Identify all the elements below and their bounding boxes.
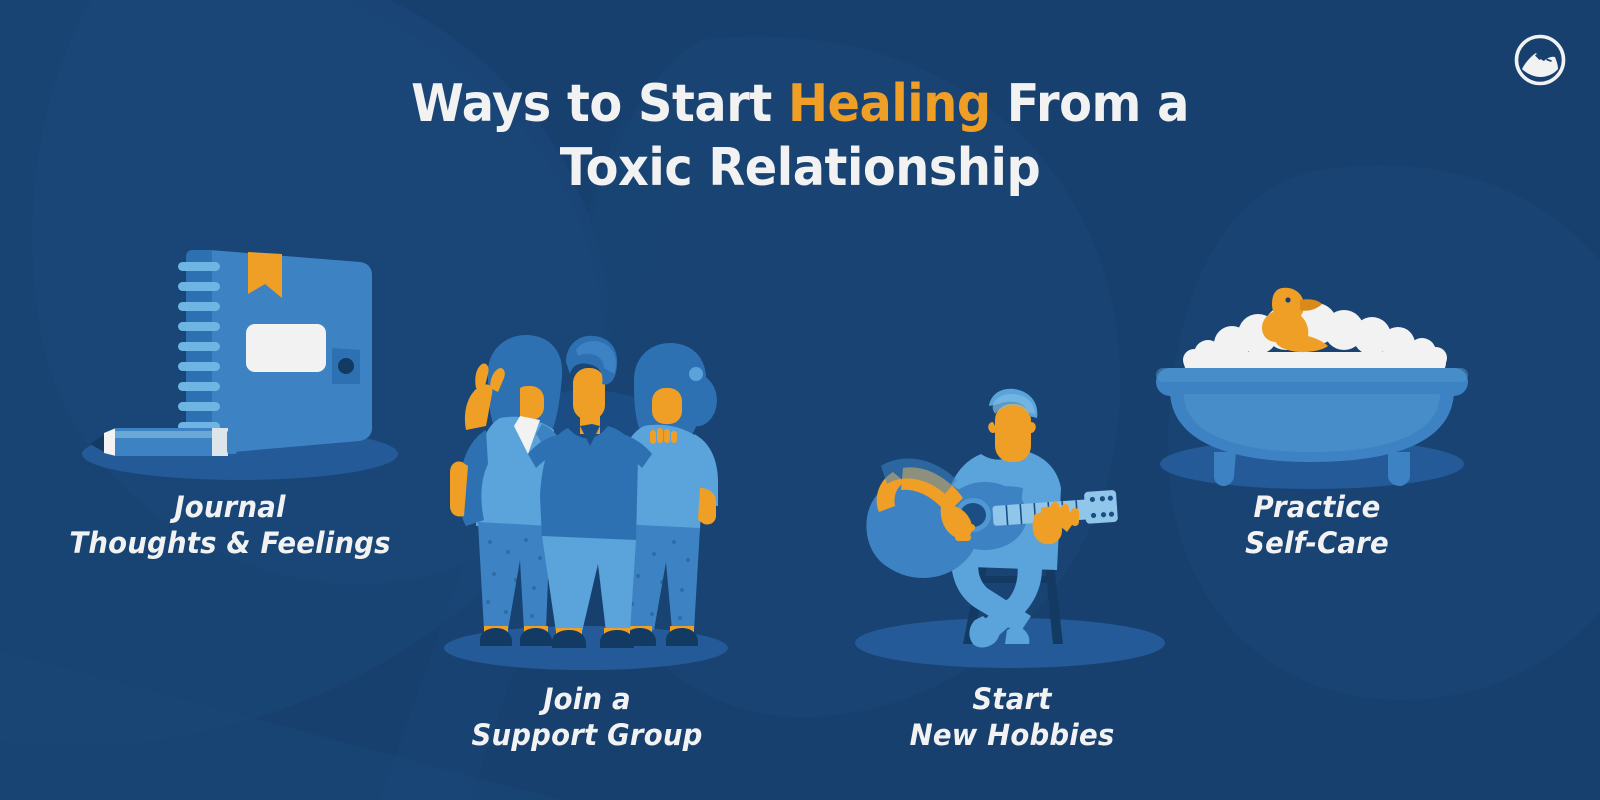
journal-illustration — [60, 232, 420, 496]
title-line-1: Ways to Start Healing From a — [64, 72, 1536, 136]
guitar-player-icon — [855, 388, 1165, 668]
self-care-illustration — [1140, 272, 1480, 496]
journal-spiral-rings — [178, 262, 220, 431]
fret-hand — [1032, 502, 1079, 545]
bathtub-rubber-duck-icon — [1156, 287, 1468, 489]
page-title: Ways to Start Healing From a Toxic Relat… — [64, 72, 1536, 200]
caption-group-line-1: Join a — [543, 682, 631, 716]
title-highlight-word: Healing — [787, 74, 991, 134]
caption-care-line-1: Practice — [1253, 490, 1381, 524]
journal-pencil — [90, 428, 237, 456]
caption-journal-line-2: Thoughts & Feelings — [69, 526, 391, 560]
caption-self-care: Practice Self-Care — [1175, 489, 1460, 561]
rubber-duck — [1262, 287, 1328, 353]
bathtub-foot-right — [1388, 452, 1410, 486]
player-strum-arm — [876, 472, 905, 512]
group-person-left — [450, 334, 568, 646]
caption-new-hobbies: Start New Hobbies — [870, 681, 1155, 753]
caption-support-group: Join a Support Group — [445, 681, 730, 753]
guitar-tuning-pegs — [1089, 495, 1115, 519]
journal-clasp-button — [338, 358, 354, 374]
player-head — [995, 404, 1031, 462]
journal-label — [246, 324, 326, 372]
caption-journal: Journal Thoughts & Feelings — [40, 489, 420, 561]
journal-notebook-icon — [82, 250, 398, 480]
journal-bookmark — [248, 252, 282, 298]
caption-journal-line-1: Journal — [174, 490, 286, 524]
strum-fingers — [955, 524, 975, 541]
title-text-after: From a — [990, 74, 1190, 134]
title-text-before: Ways to Start — [411, 74, 788, 134]
hand-on-shoulder — [650, 428, 677, 444]
player-leg-front — [977, 556, 1043, 642]
caption-group-line-2: Support Group — [471, 718, 703, 752]
three-people-group-icon — [444, 334, 728, 670]
caption-care-line-2: Self-Care — [1245, 526, 1389, 560]
mountain-circle-icon — [1514, 34, 1566, 86]
player-foot — [969, 616, 1001, 648]
blob-lower-left-wedge — [0, 650, 560, 800]
caption-hobbies-line-2: New Hobbies — [909, 718, 1115, 752]
group-person-right — [608, 342, 718, 646]
acoustic-guitar — [866, 478, 1118, 578]
new-hobbies-illustration — [845, 388, 1175, 672]
brand-logo[interactable] — [1513, 33, 1567, 87]
group-person-middle — [528, 335, 652, 648]
player-hair — [989, 388, 1038, 418]
title-line-2: Toxic Relationship — [559, 138, 1041, 198]
caption-hobbies-line-1: Start — [972, 682, 1052, 716]
support-group-illustration — [428, 330, 748, 674]
bathtub-foot-left — [1214, 452, 1236, 486]
